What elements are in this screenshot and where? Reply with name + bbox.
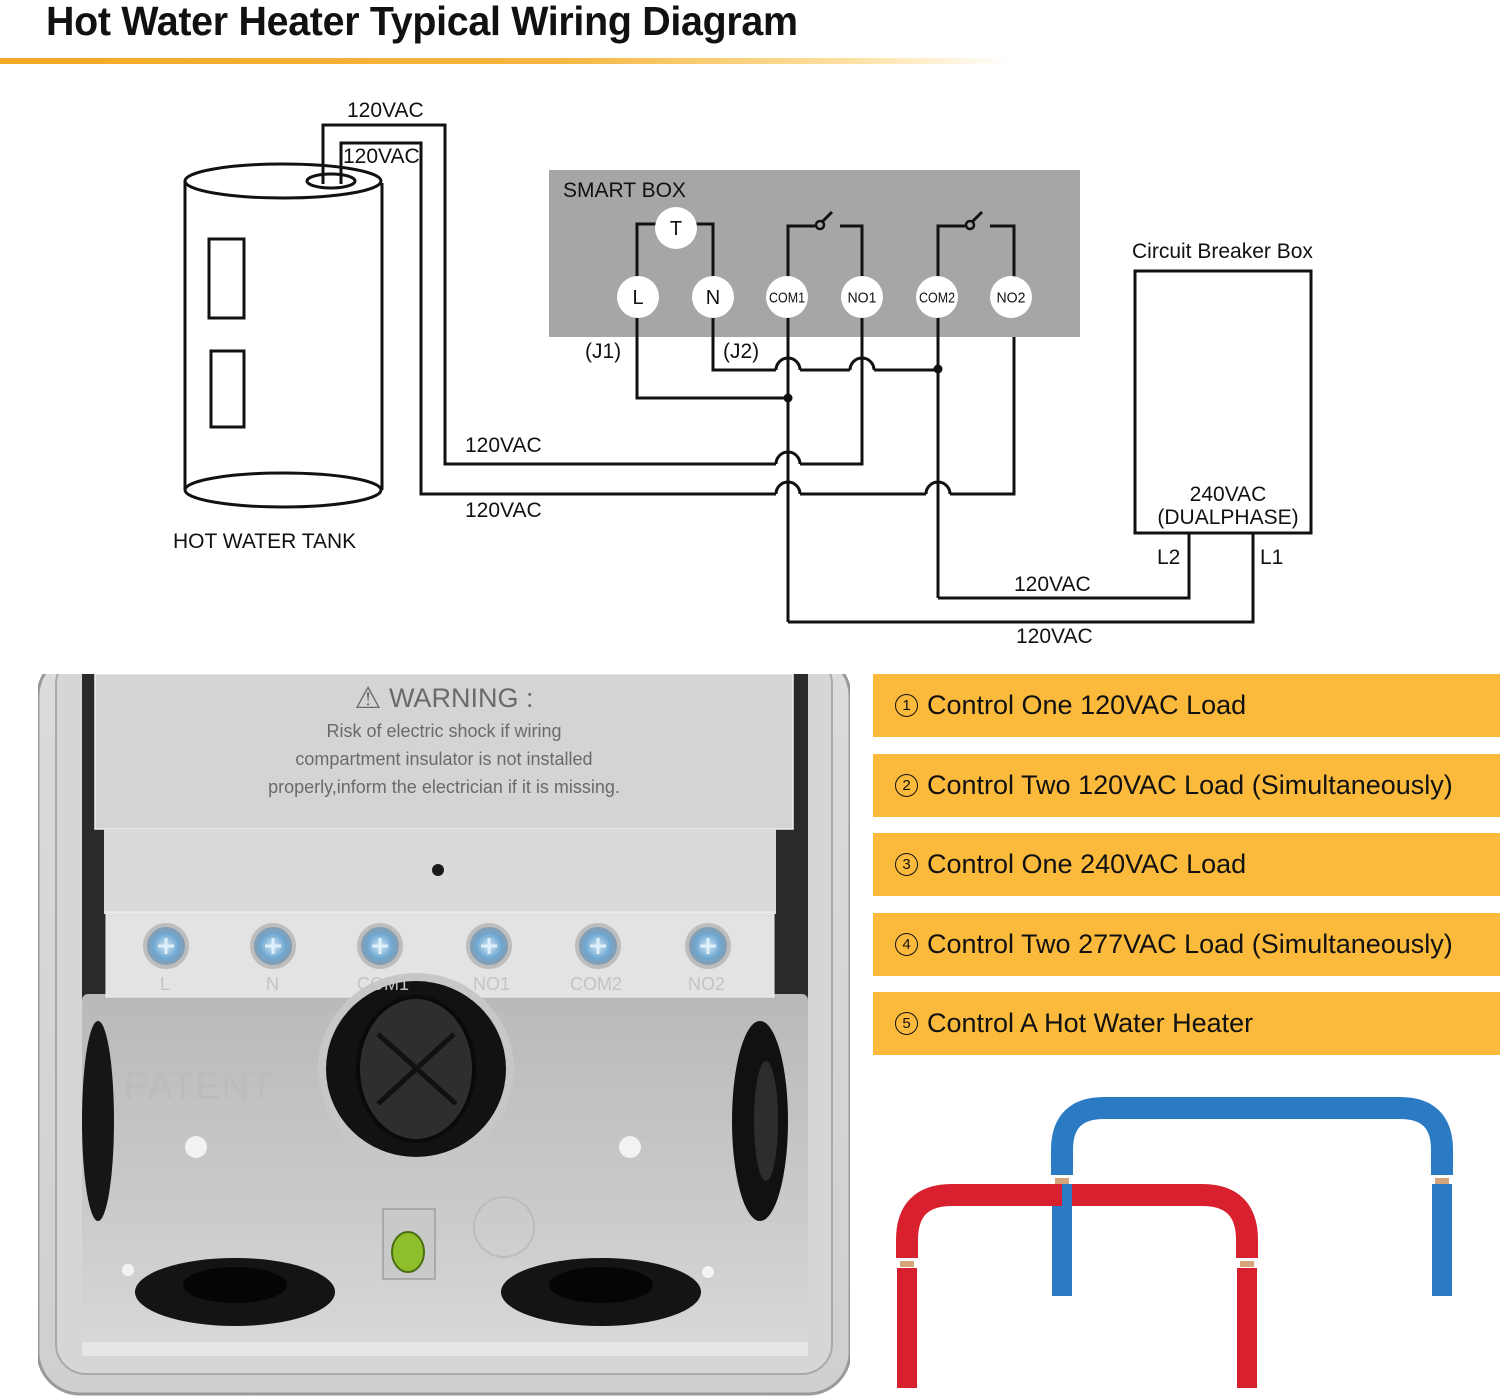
breaker-voltage: 240VAC — [1190, 483, 1267, 506]
wire-tank-inner — [339, 141, 776, 496]
option-item: 5 Control A Hot Water Heater — [873, 992, 1500, 1055]
embossed-label: COM1 — [357, 974, 410, 994]
terminal-l: L — [617, 276, 659, 318]
option-label: Control Two 277VAC Load (Simultaneously) — [927, 928, 1453, 959]
svg-text:L: L — [632, 287, 643, 309]
svg-text:COM1: COM1 — [769, 290, 805, 307]
tank-wire-label: 120VAC — [343, 145, 420, 168]
terminal-com2: COM2 — [916, 276, 958, 318]
embossed-label: L — [160, 974, 171, 994]
embossed-label: NO1 — [473, 974, 511, 994]
circuit-breaker-box — [1133, 269, 1313, 535]
wire-label: 120VAC — [1016, 625, 1093, 648]
svg-text:NO1: NO1 — [848, 290, 877, 307]
option-label: Control One 240VAC Load — [927, 849, 1247, 879]
option-label: Control One 120VAC Load — [927, 690, 1247, 720]
wire-label: 120VAC — [465, 434, 542, 457]
circled-number: 1 — [895, 694, 918, 717]
warning-triangle-icon: ⚠ — [354, 682, 382, 715]
option-item: 1 Control One 120VAC Load — [873, 674, 1500, 737]
option-label: Control A Hot Water Heater — [927, 1008, 1254, 1038]
svg-text:COM2: COM2 — [919, 290, 955, 307]
warning-line: properly,inform the electrician if it is… — [268, 777, 620, 797]
j1-label: (J1) — [585, 340, 621, 363]
hot-water-tank — [183, 162, 384, 509]
warning-label: ⚠ WARNING : Risk of electric shock if wi… — [38, 682, 850, 801]
embossed-label: COM2 — [570, 974, 623, 994]
l1-label: L1 — [1260, 546, 1283, 569]
page-title: Hot Water Heater Typical Wiring Diagram — [46, 0, 798, 44]
junction-dot — [933, 364, 943, 374]
option-item: 2 Control Two 120VAC Load (Simultaneousl… — [873, 753, 1500, 817]
red-jumper-wire — [896, 1184, 1062, 1258]
jumper-wires-image — [896, 1097, 1453, 1388]
terminal-no2: NO2 — [990, 276, 1032, 318]
tank-label: HOT WATER TANK — [173, 530, 356, 553]
wire-label: 120VAC — [1014, 573, 1091, 596]
embossed-label: N — [266, 974, 279, 994]
blue-jumper-wire — [1051, 1097, 1453, 1175]
circled-number: 4 — [895, 932, 918, 956]
l2-label: L2 — [1157, 546, 1180, 569]
terminal-com1: COM1 — [766, 276, 808, 318]
junction-dot — [783, 393, 793, 403]
embossed-label: NO2 — [688, 974, 726, 994]
wiring-diagram: SMART BOX T L — [173, 99, 1313, 648]
circled-number: 5 — [895, 1012, 918, 1035]
svg-text:T: T — [670, 218, 682, 240]
terminal-no1: NO1 — [841, 276, 883, 318]
circled-number: 3 — [895, 853, 918, 876]
smart-box-photo: ⚠ WARNING : Risk of electric shock if wi… — [38, 674, 850, 1399]
terminal-screws — [143, 923, 731, 969]
svg-text:NO2: NO2 — [997, 290, 1026, 307]
wire-l2 — [938, 533, 1191, 600]
control-options-list: 1 Control One 120VAC Load 2 Control Two … — [873, 674, 1500, 1072]
option-item: 4 Control Two 277VAC Load (Simultaneousl… — [873, 912, 1500, 976]
wire-j2 — [711, 297, 776, 372]
j2-label: (J2) — [723, 340, 759, 363]
option-item: 3 Control One 240VAC Load — [873, 833, 1500, 896]
smart-box-label: SMART BOX — [563, 179, 686, 202]
warning-title: WARNING : — [388, 683, 534, 713]
tank-wire-label: 120VAC — [347, 99, 424, 122]
patent-embossing: PATENT — [124, 1066, 275, 1108]
terminal-n: N — [692, 276, 734, 318]
breaker-phase: (DUALPHASE) — [1157, 506, 1298, 529]
wire-label: 120VAC — [465, 499, 542, 522]
wire-j1 — [635, 297, 788, 400]
wire-l1 — [788, 533, 1255, 624]
warning-line: compartment insulator is not installed — [295, 749, 593, 769]
warning-line: Risk of electric shock if wiring — [326, 721, 562, 741]
option-label: Control Two 120VAC Load (Simultaneously) — [927, 769, 1453, 800]
wire-tank-outer — [321, 123, 776, 466]
terminal-embossed-labels: L N COM1 NO1 COM2 NO2 — [38, 974, 850, 996]
title-underline — [0, 58, 1010, 64]
breaker-box-label: Circuit Breaker Box — [1132, 240, 1313, 263]
thermostat-terminal: T — [655, 207, 697, 249]
circled-number: 2 — [895, 773, 918, 797]
svg-text:N: N — [706, 287, 720, 309]
